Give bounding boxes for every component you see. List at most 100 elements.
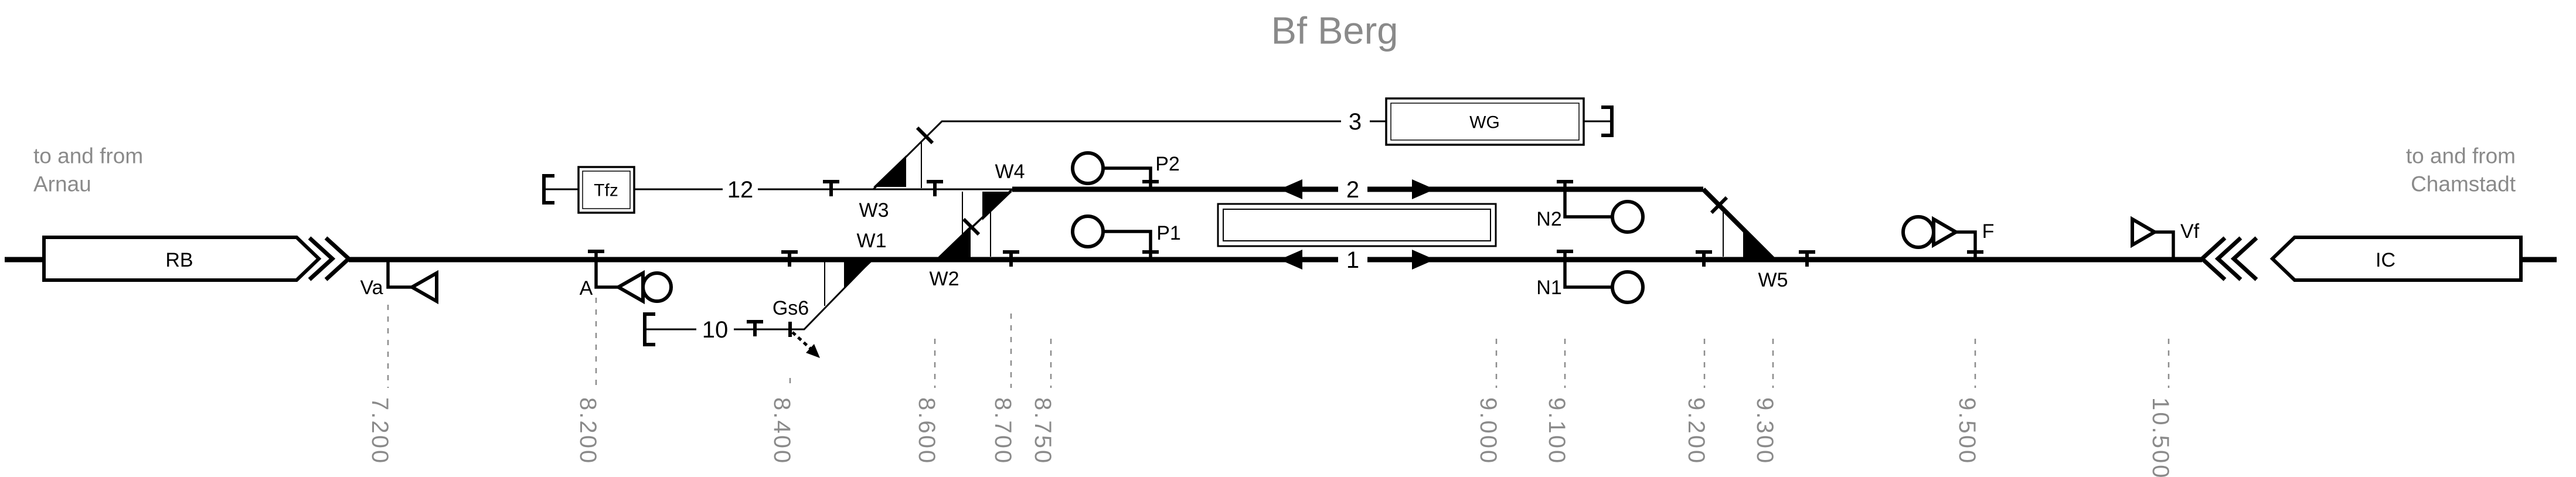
tick-diagonal-w5 — [1710, 196, 1728, 214]
signal-p1 — [1071, 214, 1159, 261]
track-number-10: 10 — [702, 317, 729, 343]
platform-inner — [1223, 209, 1491, 241]
distant-signal-icon-va — [408, 270, 438, 305]
switch-w2-triangle — [938, 226, 971, 257]
derailer-gs6 — [788, 322, 820, 358]
derailer-gs6-arrow-head-icon — [806, 344, 820, 358]
distant-signal-icon-vf — [2131, 216, 2158, 248]
signal-vf-mast — [2155, 230, 2175, 260]
switch-label-w2: W2 — [930, 268, 959, 290]
tick-track10 — [747, 320, 763, 336]
buffer-stop-track3 — [1601, 105, 1614, 137]
track-number-12: 12 — [727, 177, 754, 203]
signal-f-mast — [1956, 230, 1977, 261]
train-rb-chevrons-icon — [308, 236, 352, 281]
signal-label-a: A — [580, 277, 593, 299]
signal-a-mast — [594, 251, 618, 289]
wg-shed-box — [1385, 97, 1585, 146]
signal-n1-mast — [1563, 251, 1612, 289]
km-label-10500: 10.500 — [2148, 397, 2173, 477]
switch-w3-triangle — [873, 155, 906, 187]
tfz-shed-box — [577, 166, 635, 214]
km-label-7200: 7.200 — [367, 397, 393, 465]
signal-n2-mast — [1563, 182, 1612, 219]
train-rb-label: RB — [165, 249, 193, 271]
signal-label-f: F — [1982, 220, 1995, 243]
route-label-right-2: Chamstadt — [2411, 172, 2516, 196]
track-number-3: 3 — [1349, 109, 1362, 135]
signal-p2 — [1071, 151, 1159, 191]
signal-p2-mast — [1103, 166, 1152, 191]
wg-shed-label: WG — [1469, 113, 1500, 132]
wg-shed-box-inner — [1390, 103, 1580, 141]
switch-w4-triangle — [982, 192, 1012, 220]
track-number-2: 2 — [1346, 177, 1359, 203]
tick-track12-1 — [823, 180, 839, 196]
tick-main-1 — [781, 250, 798, 267]
km-label-8400: 8.400 — [769, 397, 795, 465]
km-label-9300: 9.300 — [1752, 397, 1778, 465]
station-title: Bf Berg — [1271, 9, 1398, 52]
signal-a — [588, 250, 673, 305]
tfz-shed-label: Tfz — [594, 181, 618, 200]
fouling-point-marks — [824, 142, 1724, 306]
switch-w5-triangle — [1743, 229, 1773, 257]
track-10-line — [646, 259, 873, 331]
main-signal-icon-p2 — [1071, 151, 1105, 185]
tick-diagonal-w3 — [916, 126, 934, 145]
switch-label-w3: W3 — [859, 199, 889, 222]
main-signal-icon-a — [641, 271, 673, 303]
km-label-9100: 9.100 — [1544, 397, 1570, 465]
tfz-shed-box-inner — [582, 171, 631, 209]
main-signal-icon-n1 — [1611, 270, 1645, 304]
tracks — [5, 120, 2557, 331]
distant-signal-icon-f — [1932, 216, 1959, 248]
signal-vf — [2131, 216, 2175, 260]
main-signal-icon-f — [1901, 215, 1935, 249]
track2-left-arrow-icon — [1280, 179, 1302, 199]
km-marker-labels: 7.200 8.200 8.400 8.600 8.700 8.750 9.00… — [367, 397, 2173, 477]
km-label-8750: 8.750 — [1030, 397, 1056, 465]
buffer-stops — [542, 105, 1614, 346]
tick-diagonal-w2 — [962, 217, 981, 236]
train-rb-body — [42, 236, 322, 282]
main-signal-icon-p1 — [1071, 214, 1105, 248]
train-ic-label: IC — [2376, 249, 2395, 271]
derailer-gs6-arrow-shaft — [791, 331, 812, 350]
km-label-8600: 8.600 — [914, 397, 940, 465]
signal-label-n1: N1 — [1536, 277, 1561, 299]
route-label-right-1: to and from — [2406, 144, 2516, 168]
route-label-left-2: Arnau — [33, 172, 91, 196]
platform — [1217, 203, 1497, 247]
structures — [577, 97, 1585, 247]
train-ic-body — [2269, 236, 2523, 282]
tick-main-4 — [1799, 250, 1815, 267]
signal-n2 — [1557, 180, 1645, 234]
km-label-9200: 9.200 — [1683, 397, 1709, 465]
signal-label-vf: Vf — [2180, 220, 2200, 243]
track1-right-arrow-icon — [1412, 250, 1435, 270]
train-ic-chevrons-icon — [2199, 236, 2258, 281]
distant-signal-icon-a — [614, 270, 645, 305]
buffer-stop-track12 — [542, 174, 554, 205]
tick-main-2 — [1003, 250, 1019, 267]
signal-label-p1: P1 — [1156, 222, 1181, 244]
signal-n1 — [1557, 250, 1645, 304]
main-signal-icon-n2 — [1611, 200, 1645, 234]
track-number-1: 1 — [1346, 247, 1359, 273]
switch-label-w1: W1 — [857, 230, 887, 252]
km-label-9000: 9.000 — [1475, 397, 1501, 465]
train-symbols — [42, 236, 2523, 282]
track2-right-arrow-icon — [1412, 179, 1435, 199]
signal-f — [1901, 215, 1983, 261]
direction-arrows — [1280, 179, 1435, 270]
km-label-8700: 8.700 — [990, 397, 1016, 465]
signal-va-mast — [386, 260, 413, 289]
tick-main-3 — [1696, 250, 1712, 267]
signal-va — [386, 260, 438, 305]
switch-w1-triangle — [844, 262, 872, 288]
route-label-left-1: to and from — [33, 144, 143, 168]
km-marker-lines — [387, 298, 2170, 388]
